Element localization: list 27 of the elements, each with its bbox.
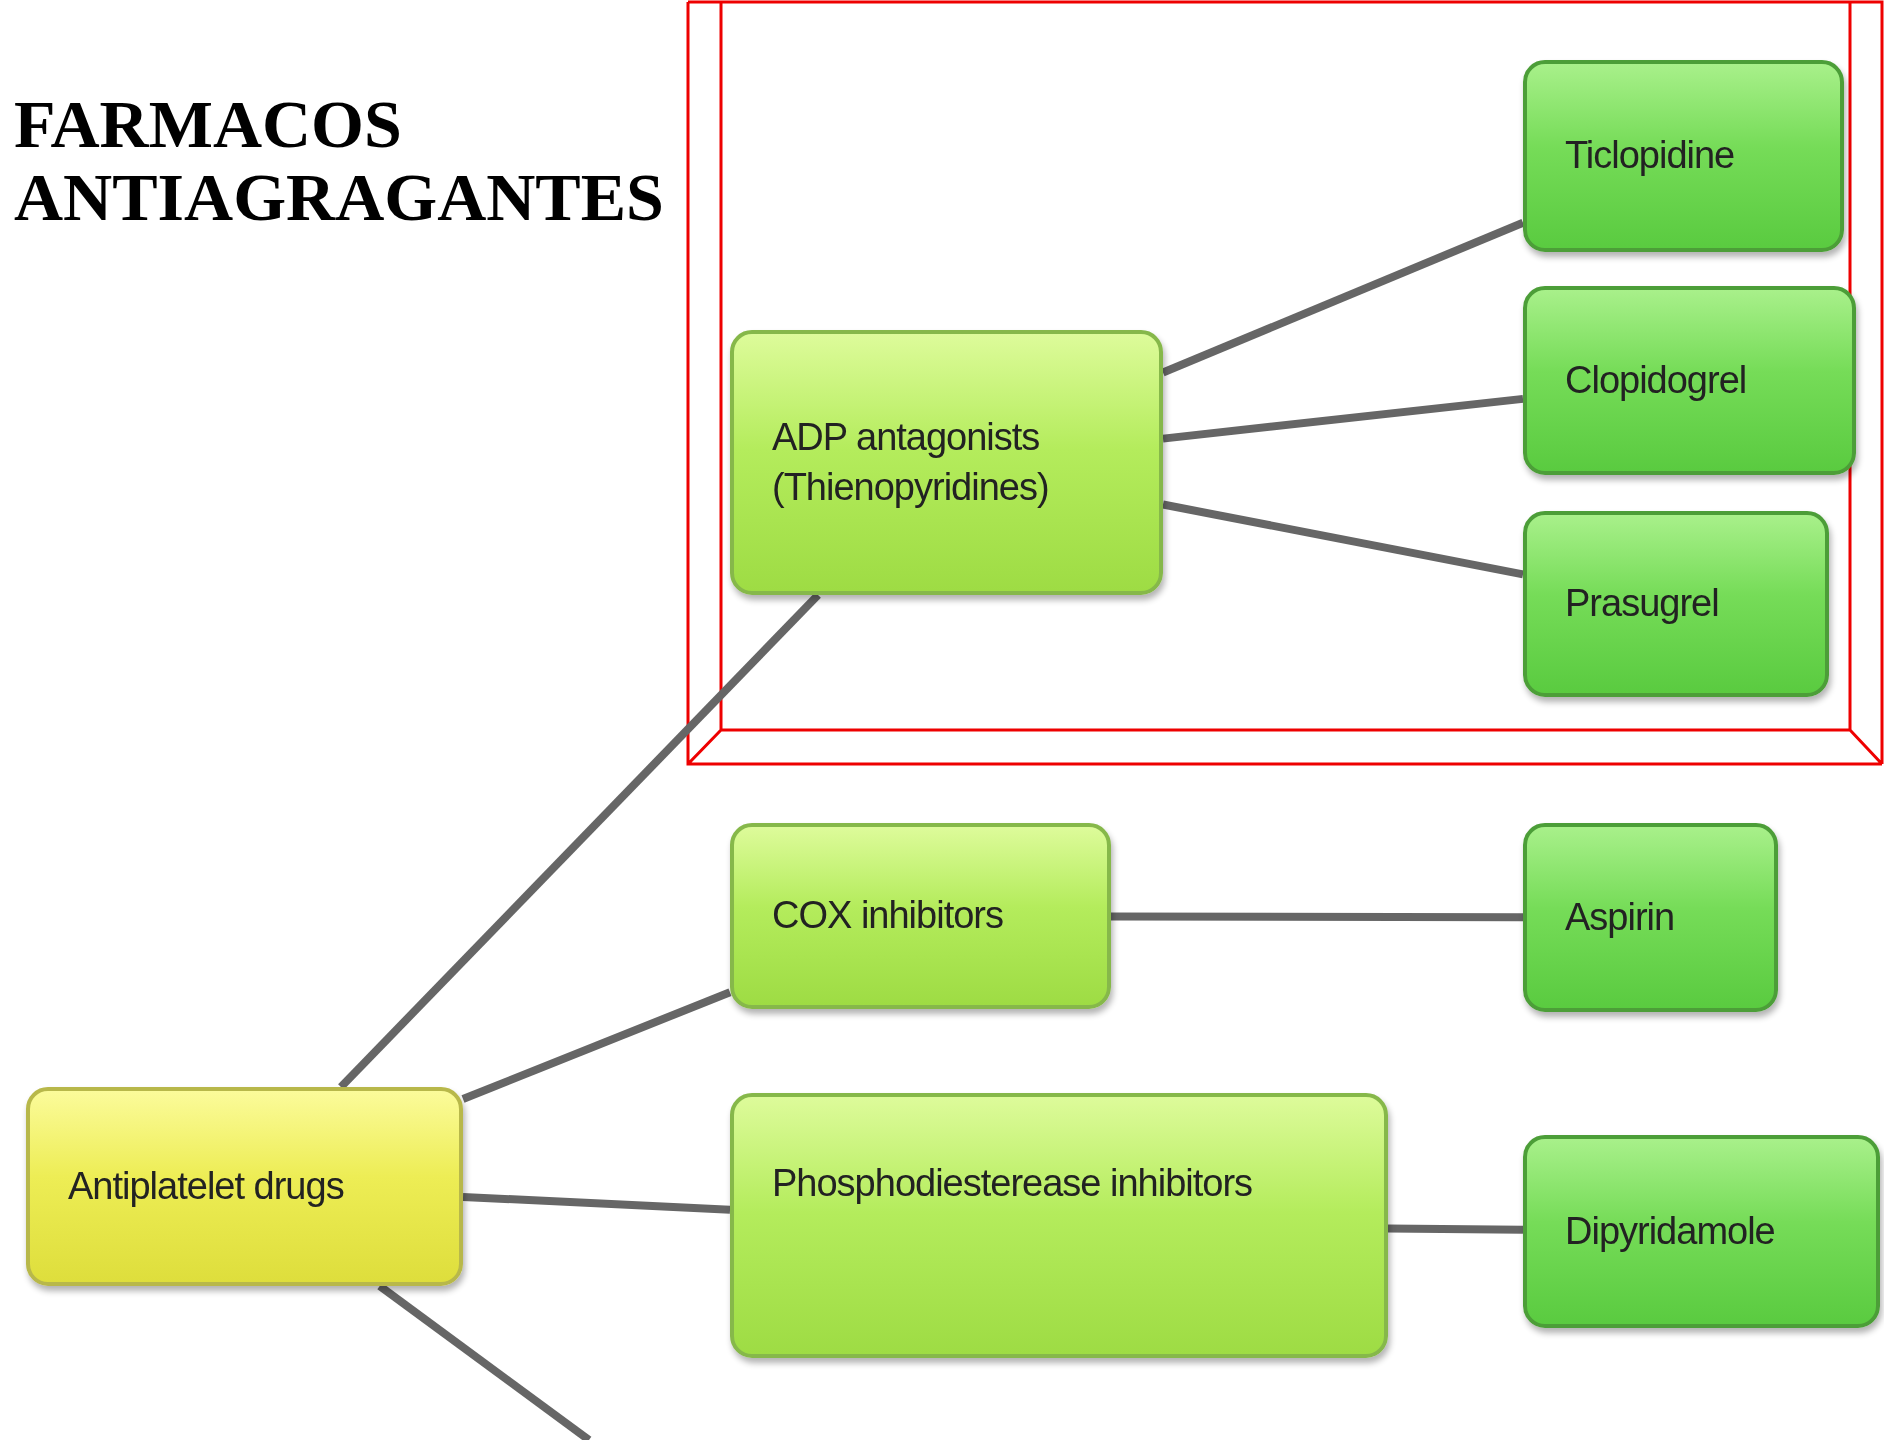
process-box (1523, 1135, 1880, 1328)
node-label: Clopidogrel (1565, 357, 1747, 403)
process-box (1523, 511, 1829, 697)
process-box (1523, 286, 1856, 475)
connector-line (462, 1192, 731, 1214)
process-box (730, 330, 1163, 595)
process-box (26, 1087, 463, 1286)
node-label: ADP antagonists (Thienopyridines) (772, 415, 1050, 510)
node-label: Prasugrel (1565, 581, 1719, 627)
connector-line (1162, 394, 1524, 443)
node-label: Aspirin (1565, 894, 1675, 940)
process-box (1523, 823, 1778, 1012)
process-box (730, 823, 1111, 1009)
connector-line (1161, 219, 1525, 377)
node-label: Ticlopidine (1565, 133, 1735, 179)
title: FARMACOS ANTIAGRAGANTES (14, 88, 665, 235)
connector-line (1162, 500, 1524, 579)
process-box (1523, 60, 1844, 252)
connector-line (1111, 912, 1523, 922)
node-label: Dipyridamole (1565, 1208, 1775, 1254)
process-box (730, 1093, 1388, 1358)
node-label: Antiplatelet drugs (68, 1163, 344, 1209)
connector-line (338, 592, 821, 1090)
connector-line (1387, 1224, 1524, 1234)
node-label: Phosphodiesterease inhibitors (772, 1161, 1253, 1206)
node-label: COX inhibitors (772, 893, 1003, 939)
connector-line (461, 988, 732, 1103)
